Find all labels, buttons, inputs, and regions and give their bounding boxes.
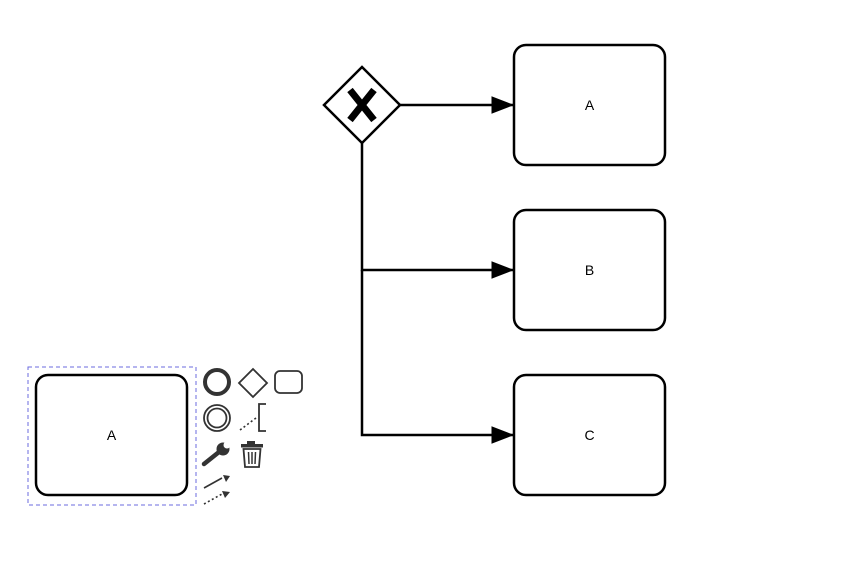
selected-task[interactable]: A: [27, 366, 197, 506]
selected-task-label: A: [107, 427, 117, 443]
append-intermediate-event-icon[interactable]: [201, 403, 233, 435]
task-b[interactable]: B: [512, 208, 667, 332]
exclusive-gateway[interactable]: [322, 65, 402, 145]
task-a-label: A: [585, 97, 595, 113]
context-pad: [200, 367, 306, 507]
append-text-annotation-icon[interactable]: [237, 403, 269, 435]
append-task-icon[interactable]: [272, 367, 306, 399]
selection-outline: [27, 366, 197, 506]
append-gateway-icon[interactable]: [237, 367, 269, 399]
task-b-label: B: [585, 262, 594, 278]
sequence-flow-to-b[interactable]: [360, 143, 514, 279]
sequence-flows: [360, 96, 514, 444]
task-c-label: C: [584, 427, 594, 443]
append-end-event-icon[interactable]: [201, 367, 233, 399]
delete-trash-icon[interactable]: [237, 440, 269, 470]
exclusive-gateway-icon: [347, 87, 377, 123]
task-a[interactable]: A: [512, 43, 667, 167]
connect-arrows-icon[interactable]: [200, 473, 234, 507]
change-type-wrench-icon[interactable]: [201, 440, 233, 470]
sequence-flow-to-c[interactable]: [360, 270, 514, 444]
task-c[interactable]: C: [512, 373, 667, 497]
